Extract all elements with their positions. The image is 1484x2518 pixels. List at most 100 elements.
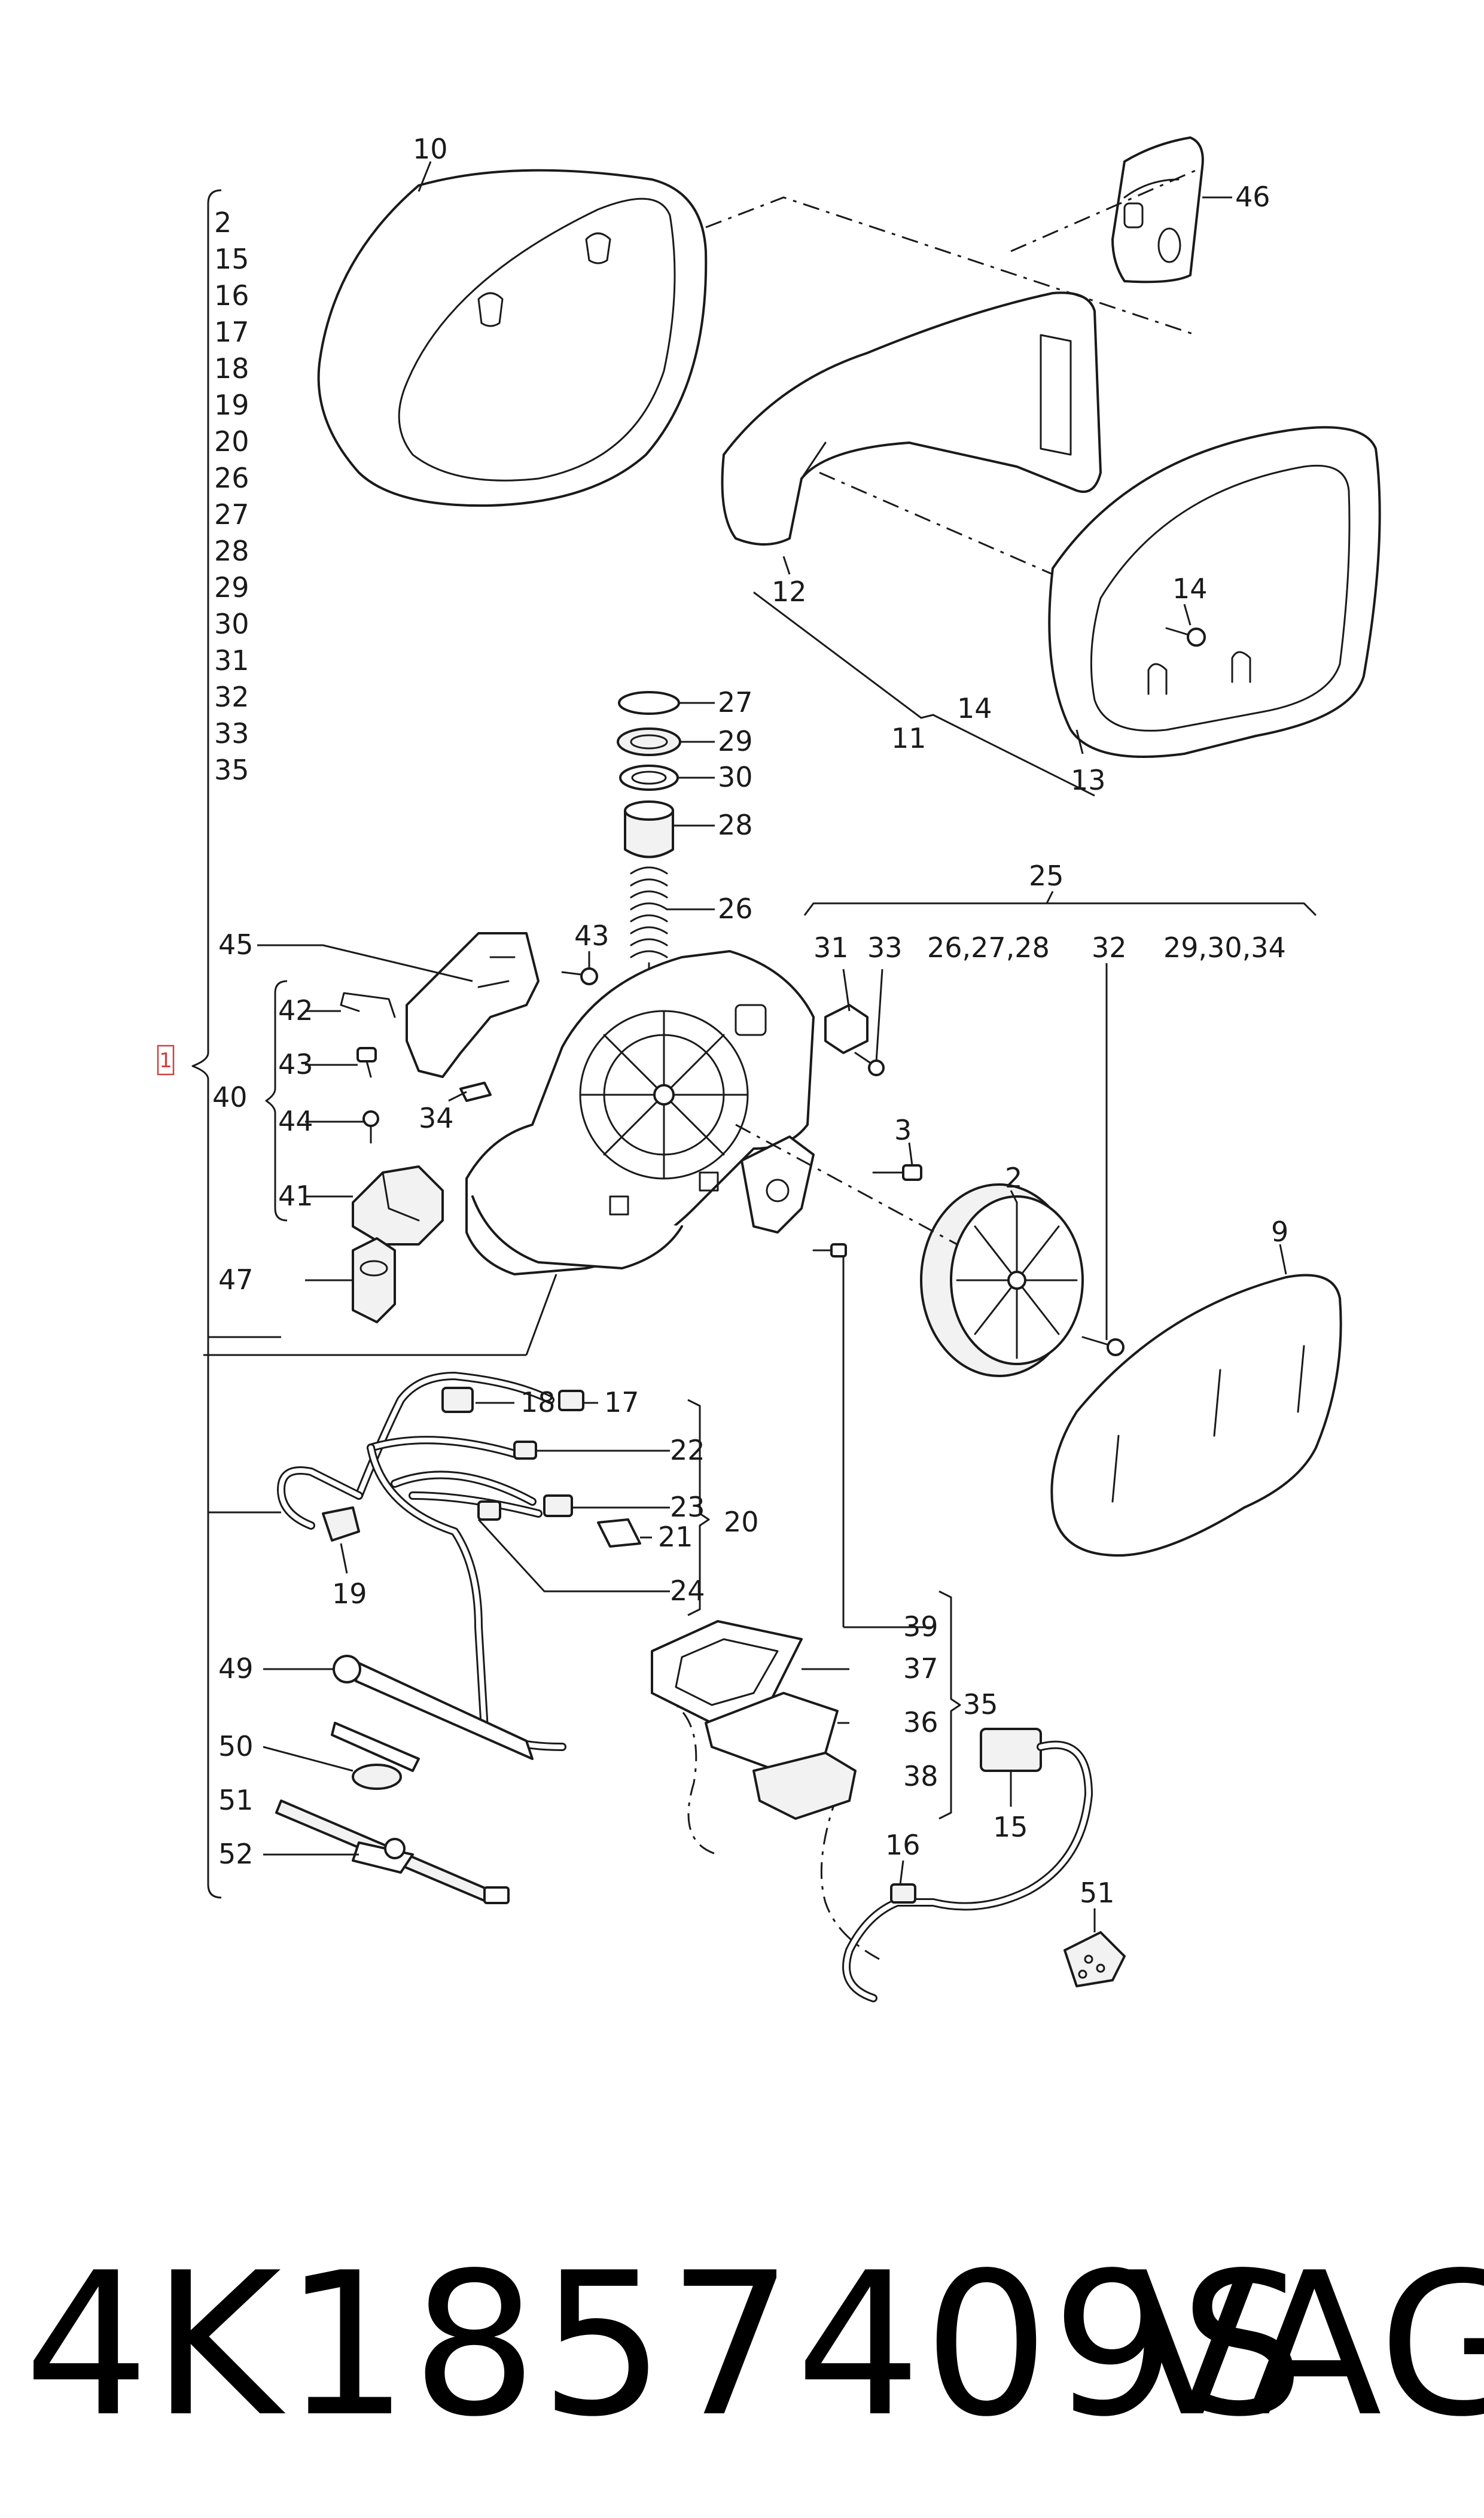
screw-part-44[interactable] xyxy=(362,1110,379,1144)
leader-lines xyxy=(203,161,1317,1932)
callout-45: 45 xyxy=(218,928,254,961)
callout-49: 49 xyxy=(218,1652,254,1685)
mirror-cap-part-10[interactable] xyxy=(317,169,708,507)
assembly-list-item: 33 xyxy=(214,717,249,750)
assembly-list-item: 26 xyxy=(214,462,249,494)
assembly-list-item: 32 xyxy=(214,681,249,713)
callout-50: 50 xyxy=(218,1730,254,1762)
callout-39: 39 xyxy=(903,1610,938,1643)
connector-part-16[interactable] xyxy=(890,1883,916,1904)
callout-23: 23 xyxy=(670,1491,705,1523)
callout-36: 36 xyxy=(903,1706,938,1738)
connector-part-15[interactable] xyxy=(842,1728,1093,2002)
footer: 4K1857409S VAG xyxy=(0,2213,1484,2477)
callout-29: 29 xyxy=(718,725,753,757)
callout-12: 12 xyxy=(772,576,807,608)
callout-labels: 10 46 12 14 14 11 13 27 29 30 28 26 43 4… xyxy=(212,133,1288,1909)
callout-41: 41 xyxy=(278,1180,313,1212)
connector-part-22[interactable] xyxy=(513,1441,537,1460)
brand-label: VAG xyxy=(1125,2230,1484,2460)
callout-24: 24 xyxy=(670,1575,705,1607)
callout-17: 17 xyxy=(604,1386,639,1418)
callout-31: 31 xyxy=(813,931,849,964)
cable-tie-part-49[interactable] xyxy=(333,1655,534,1760)
bracket-part-45[interactable] xyxy=(406,932,540,1078)
exploded-parts-diagram: 1 2 15 16 17 18 19 20 26 27 28 29 30 31 … xyxy=(157,133,1381,2002)
clip-part-34[interactable] xyxy=(459,1082,492,1102)
sensor-part-31[interactable] xyxy=(824,1004,869,1054)
screw-part-3[interactable] xyxy=(872,1164,922,1181)
clip-part-52[interactable] xyxy=(352,1838,510,1904)
assembly-list-item: 27 xyxy=(214,498,249,531)
bushing-part-28[interactable] xyxy=(624,800,674,858)
screw-part-39[interactable] xyxy=(812,1243,847,1258)
callout-52: 52 xyxy=(218,1838,254,1870)
callout-38: 38 xyxy=(903,1760,938,1792)
actuator-part-47[interactable] xyxy=(352,1237,396,1323)
seal-ring-part-27[interactable] xyxy=(618,691,680,715)
motor-unit-part-41[interactable] xyxy=(352,1165,444,1246)
callout-13: 13 xyxy=(1071,764,1106,796)
assembly-marker[interactable]: 1 xyxy=(157,1045,175,1076)
screw-part-14[interactable] xyxy=(1165,627,1206,647)
assembly-list-item: 2 xyxy=(214,206,231,239)
callout-42: 42 xyxy=(278,994,313,1027)
callout-43: 43 xyxy=(278,1048,313,1080)
callout-46: 46 xyxy=(1235,181,1270,213)
callout-51: 51 xyxy=(1080,1877,1115,1909)
washer-part-29[interactable] xyxy=(617,727,681,756)
callout-28: 28 xyxy=(718,809,753,841)
turn-signal-lamp-part-46[interactable] xyxy=(1111,136,1204,284)
connector-part-17[interactable] xyxy=(558,1390,584,1411)
svg-text:1: 1 xyxy=(159,1049,172,1073)
connector-part-19[interactable] xyxy=(322,1506,360,1542)
screw-part-43b[interactable] xyxy=(356,1047,377,1078)
mirror-glass-part-9[interactable] xyxy=(1050,1274,1342,1557)
callout-37: 37 xyxy=(903,1652,938,1685)
connector-part-24[interactable] xyxy=(477,1500,501,1521)
callout-32: 32 xyxy=(1092,931,1127,964)
callout-33: 33 xyxy=(867,931,903,964)
assembly-list-item: 30 xyxy=(214,608,249,640)
holder-part-50[interactable] xyxy=(331,1722,420,1790)
base-plate[interactable] xyxy=(465,950,815,1275)
assembly-bracket xyxy=(191,189,281,1899)
callout-27: 27 xyxy=(718,686,753,718)
callout-14: 14 xyxy=(1172,573,1208,605)
mirror-housing-part-13[interactable] xyxy=(1048,426,1381,758)
cover-part-21[interactable] xyxy=(597,1518,641,1548)
part-number: 4K1857409S xyxy=(24,2230,1308,2460)
adjustment-motor-part-2[interactable] xyxy=(920,1183,1084,1377)
callout-10: 10 xyxy=(413,133,448,165)
callout-35: 35 xyxy=(963,1688,998,1721)
grommet-part-51[interactable] xyxy=(1064,1931,1126,1987)
callout-43: 43 xyxy=(574,919,610,952)
callout-2: 2 xyxy=(1005,1162,1022,1194)
wire-clip-part-42[interactable] xyxy=(340,992,396,1018)
housing-part-38[interactable] xyxy=(752,1752,857,1820)
screw-part-33[interactable] xyxy=(854,1052,885,1076)
assembly-list-item: 16 xyxy=(214,279,249,312)
callout-30: 30 xyxy=(718,761,753,793)
screw-part-32[interactable] xyxy=(1081,1336,1125,1356)
mount-bracket[interactable] xyxy=(741,1135,815,1234)
glass-base-lower[interactable] xyxy=(471,1195,683,1269)
bracket-brace-40 xyxy=(265,980,288,1222)
callout-47: 47 xyxy=(218,1263,254,1296)
callout-26: 26 xyxy=(718,893,753,925)
screw-part-43[interactable] xyxy=(561,967,598,985)
callout-51: 51 xyxy=(218,1784,254,1816)
ring-part-30[interactable] xyxy=(619,765,679,791)
assembly-list-item: 15 xyxy=(214,243,249,275)
assembly-list-item: 29 xyxy=(214,571,249,604)
callout-18: 18 xyxy=(520,1386,556,1418)
connector-part-18[interactable] xyxy=(441,1387,474,1413)
callout-9: 9 xyxy=(1271,1216,1288,1248)
callout-29-30-34: 29,30,34 xyxy=(1163,931,1286,964)
assembly-list: 2 15 16 17 18 19 20 26 27 28 29 30 31 32… xyxy=(214,206,249,786)
assembly-list-item: 17 xyxy=(214,316,249,348)
callout-21: 21 xyxy=(658,1521,693,1553)
connector-part-23[interactable] xyxy=(543,1494,573,1517)
assembly-list-item: 31 xyxy=(214,644,249,677)
housing-trim-part-12[interactable] xyxy=(721,291,1102,546)
